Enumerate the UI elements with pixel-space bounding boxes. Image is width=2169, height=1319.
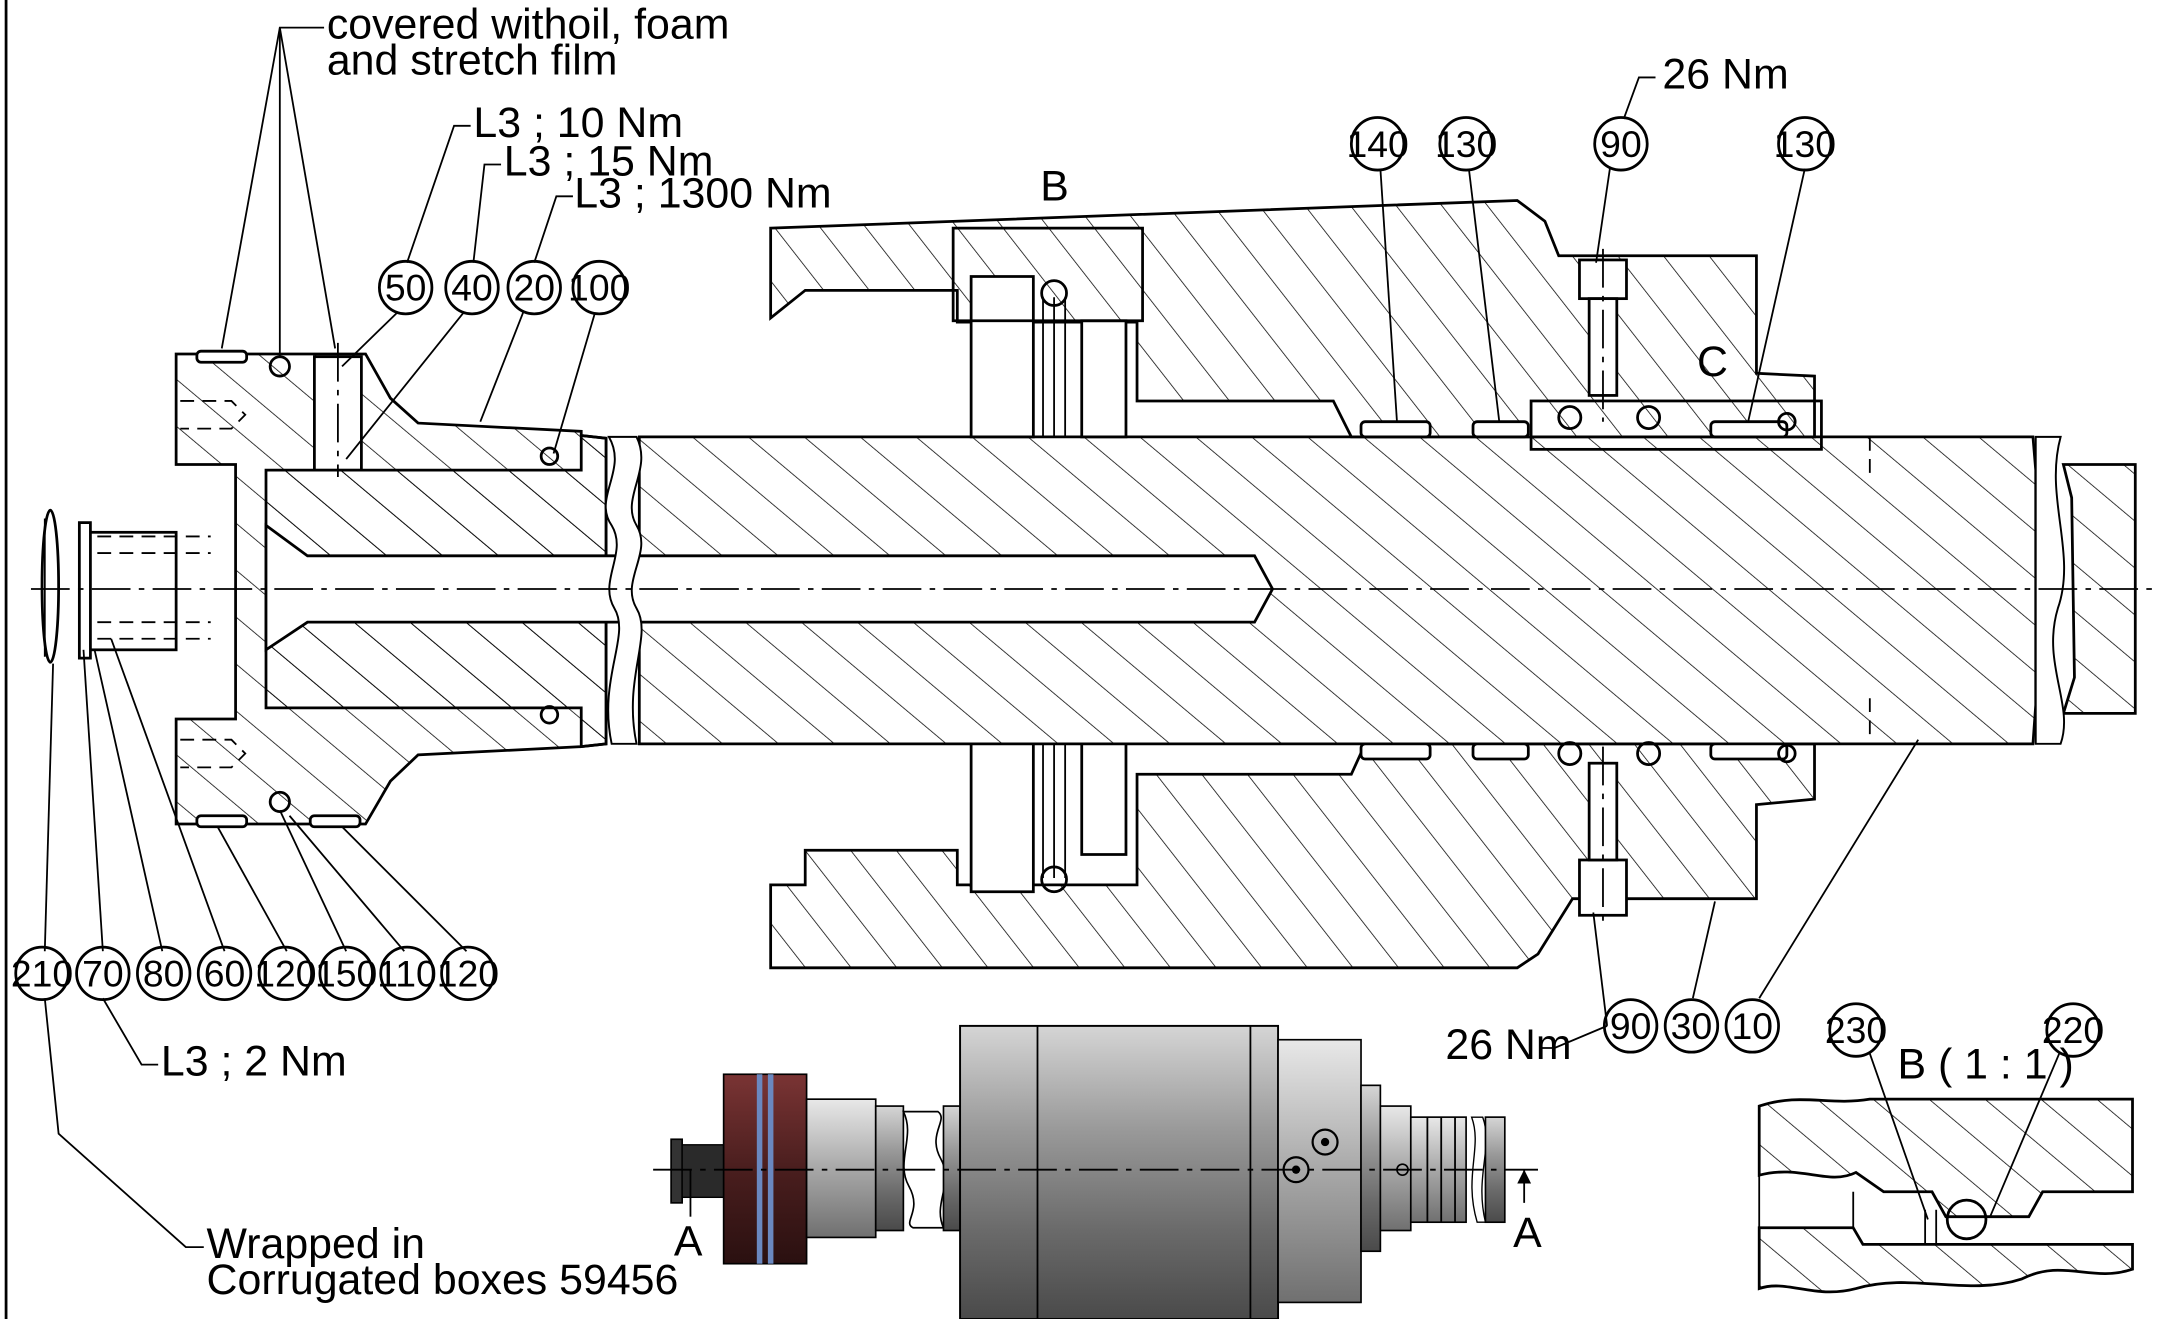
svg-text:60: 60 (204, 952, 246, 994)
detail-c-box (1529, 399, 1823, 451)
balloon-210: 210 (11, 945, 73, 1002)
svg-text:80: 80 (143, 952, 185, 994)
shaft-bore (264, 522, 1275, 653)
balloon-90-top: 90 (1593, 116, 1649, 172)
balloon-130-b: 130 (1774, 116, 1836, 172)
svg-text:230: 230 (1825, 1009, 1887, 1051)
svg-text:210: 210 (11, 952, 73, 994)
balloon-10: 10 (1724, 998, 1780, 1054)
balloon-120-b: 120 (437, 945, 499, 1002)
packaging-note-line2: Corrugated boxes 59456 (207, 1256, 679, 1304)
svg-text:100: 100 (568, 267, 630, 309)
main-section-view (30, 199, 2154, 970)
rendered-3d-view (653, 1024, 1538, 1319)
rotor-housing-bottom (769, 742, 1816, 970)
balloon-110: 110 (377, 945, 437, 1002)
cover-note-line2: and stretch film (327, 37, 618, 85)
svg-text:20: 20 (513, 267, 555, 309)
annotation-notes: covered withoil, foam and stretch film L… (161, 1, 2074, 1304)
balloon-130-a: 130 (1435, 116, 1497, 172)
balloon-50: 50 (377, 259, 434, 316)
view-a-left-label: A (674, 1217, 703, 1265)
packaging-note-line1: Wrapped in (207, 1220, 425, 1268)
rendered-housing (959, 1024, 1280, 1319)
leader-lines (43, 26, 2061, 1249)
svg-text:90: 90 (1610, 1005, 1652, 1047)
svg-text:40: 40 (451, 267, 493, 309)
balloon-40: 40 (444, 259, 500, 316)
detail-b-label: B (1040, 162, 1069, 210)
svg-text:150: 150 (315, 952, 377, 994)
svg-text:130: 130 (1435, 123, 1497, 165)
balloon-60: 60 (196, 945, 253, 1002)
svg-text:120: 120 (254, 952, 316, 994)
torque-note-40: L3 ; 15 Nm (504, 138, 714, 186)
torque-note-20: L3 ; 1300 Nm (574, 169, 831, 217)
balloon-140: 140 (1346, 116, 1409, 172)
screw-90-bottom (1578, 746, 1628, 927)
detail-b-view (1757, 1097, 2134, 1294)
seals-top (1359, 405, 1797, 439)
end-cap-left (40, 508, 211, 664)
balloon-150: 150 (315, 945, 377, 1002)
svg-text:50: 50 (385, 267, 427, 309)
balloon-120-a: 120 (254, 945, 316, 1002)
balloon-90-bottom: 90 (1602, 998, 1659, 1054)
shaft-break-right (2034, 435, 2066, 745)
screw-90-top (1578, 248, 1628, 422)
svg-text:110: 110 (377, 952, 437, 994)
torque-note-50: L3 ; 10 Nm (473, 99, 683, 147)
torque-note-90-bottom: 26 Nm (1445, 1021, 1571, 1069)
svg-text:30: 30 (1671, 1005, 1713, 1047)
svg-text:130: 130 (1774, 123, 1836, 165)
balloon-20: 20 (506, 259, 562, 316)
balloon-30: 30 (1663, 998, 1720, 1054)
torque-note-70: L3 ; 2 Nm (161, 1038, 347, 1086)
detail-c-label: C (1697, 338, 1728, 386)
svg-text:140: 140 (1346, 123, 1408, 165)
balloon-70: 70 (75, 945, 131, 1002)
svg-text:10: 10 (1732, 1005, 1774, 1047)
detail-b-scale-label: B ( 1 : 1 ) (1897, 1040, 2073, 1088)
balloon-100: 100 (568, 259, 630, 316)
svg-text:70: 70 (82, 952, 124, 994)
svg-text:120: 120 (437, 952, 499, 994)
cover-note-line1: covered withoil, foam (327, 1, 730, 49)
svg-text:220: 220 (2042, 1009, 2104, 1051)
seals-bottom (1359, 741, 1797, 766)
balloon-230: 230 (1825, 1002, 1887, 1058)
svg-text:90: 90 (1600, 123, 1642, 165)
part-balloons: 50 40 20 100 140 130 90 130 210 70 80 60… (11, 116, 2104, 1058)
view-a-right-label: A (1513, 1209, 1542, 1257)
balloon-220: 220 (2042, 1002, 2104, 1058)
torque-note-90-top: 26 Nm (1662, 50, 1788, 98)
balloon-80: 80 (136, 945, 192, 1002)
rotor-housing-top (769, 199, 1816, 439)
detail-b-box (951, 226, 1144, 323)
shaft-break-left (604, 435, 643, 745)
